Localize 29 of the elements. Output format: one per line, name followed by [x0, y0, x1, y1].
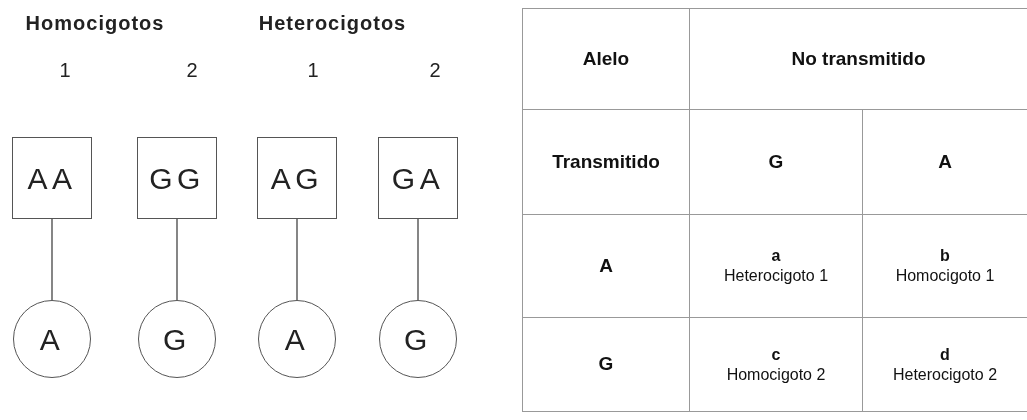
table-cell: G	[690, 110, 863, 215]
connector-line	[296, 218, 298, 301]
column-number: 2	[185, 58, 199, 83]
cell-letter: b	[940, 246, 950, 266]
table-cell: Alelo	[522, 8, 690, 110]
column-number: 2	[428, 58, 442, 83]
genotype-box: GA	[378, 137, 458, 219]
table-cell: Transmitido	[522, 110, 690, 215]
genotype-box: GG	[137, 137, 217, 219]
cell-letter: c	[771, 344, 781, 365]
cell-letter: d	[940, 344, 950, 365]
column-heading: Homocigotos	[24, 11, 166, 36]
column-number: 1	[306, 58, 320, 83]
cell-text: Homocigoto 1	[895, 266, 995, 286]
connector-line	[51, 218, 53, 301]
cell-text: Heterocigoto 1	[723, 266, 829, 286]
table-cell: A	[863, 110, 1027, 215]
column-number: 1	[58, 58, 72, 83]
genotype-box: AG	[257, 137, 337, 219]
table-cell: A	[522, 215, 690, 318]
connector-line	[417, 218, 419, 301]
cell-letter: a	[771, 246, 781, 266]
cell-text: Homocigoto 2	[726, 364, 826, 385]
table-cell: No transmitido	[690, 8, 1027, 110]
cell-text: Heterocigoto 2	[892, 364, 998, 385]
genotype-box: AA	[12, 137, 92, 219]
column-heading: Heterocigotos	[257, 11, 408, 36]
connector-line	[176, 218, 178, 301]
table-cell: G	[522, 318, 690, 412]
